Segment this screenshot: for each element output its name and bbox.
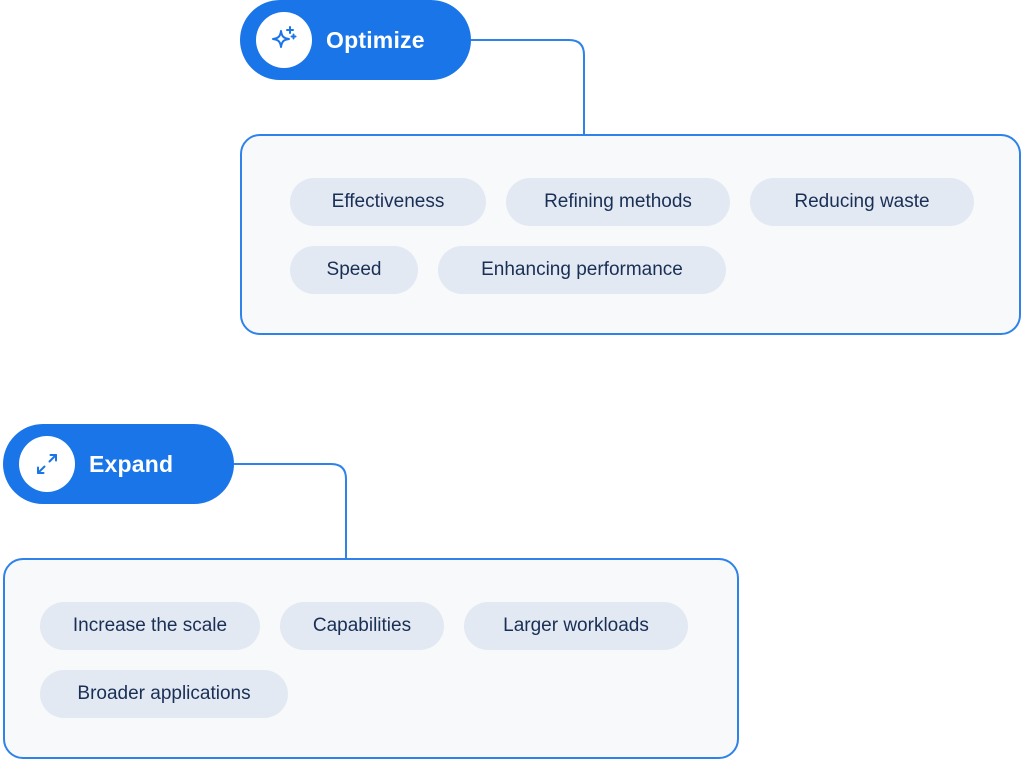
chip-broader-applications[interactable]: Broader applications [40,670,288,718]
expand-chip-row: Broader applications [40,670,288,718]
sparkle-icon [272,26,297,48]
chip-speed[interactable]: Speed [290,246,418,294]
expand-connector [234,463,347,559]
expand-arrows-icon [37,454,57,474]
expand-pill[interactable]: Expand [3,424,234,504]
expand-title: Expand [89,450,174,477]
chip-larger-workloads[interactable]: Larger workloads [464,602,688,650]
optimize-panel: Effectiveness Refining methods Reducing … [240,134,1021,335]
optimize-title: Optimize [326,26,425,53]
chip-enhancing-performance[interactable]: Enhancing performance [438,246,726,294]
chip-reducing-waste[interactable]: Reducing waste [750,178,974,226]
chip-capabilities[interactable]: Capabilities [280,602,444,650]
expand-chip-row: Increase the scale Capabilities Larger w… [40,602,688,650]
optimize-chip-row: Speed Enhancing performance [290,246,726,294]
optimize-icon-circle [256,12,312,68]
expand-icon-circle [19,436,75,492]
chip-effectiveness[interactable]: Effectiveness [290,178,486,226]
optimize-pill[interactable]: Optimize [240,0,471,80]
chip-increase-the-scale[interactable]: Increase the scale [40,602,260,650]
optimize-chip-row: Effectiveness Refining methods Reducing … [290,178,974,226]
optimize-connector [471,39,585,135]
expand-panel: Increase the scale Capabilities Larger w… [3,558,739,759]
chip-refining-methods[interactable]: Refining methods [506,178,730,226]
